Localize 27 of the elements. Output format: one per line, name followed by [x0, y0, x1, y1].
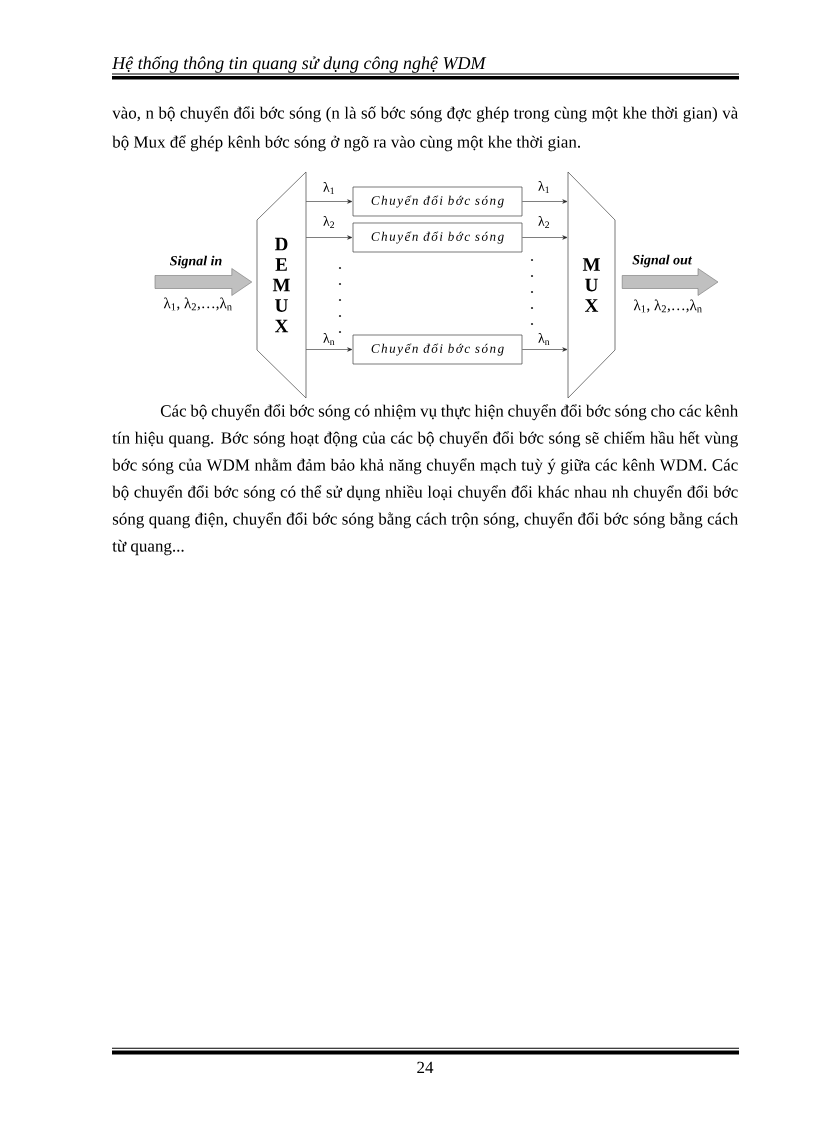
edge-label: Signal out	[632, 254, 693, 268]
edge-label: λ$_{2}$	[538, 216, 550, 228]
arrow	[305, 235, 353, 240]
arrow	[305, 199, 353, 204]
edge-label: λ$_{1}$	[538, 181, 549, 193]
paragraph: vào, n bộ chuyển đổi bớc sóng (n là số bớc sóng đợc ghép trong cùng một khe thời gian) và bộ Mux để ghép kênh bớc sóng ở ngõ ra vào cùng một khe thời gian.	[112, 106, 738, 152]
edge-label: λ$_{2}$	[323, 216, 335, 228]
edge-label: λ$_{n}$	[538, 333, 550, 345]
block-arrow	[621, 268, 719, 296]
block-arrow	[154, 268, 253, 296]
arrow	[305, 347, 353, 352]
trapezoid-block: M U X	[567, 171, 616, 399]
edge-label: λ$_{1}$	[323, 182, 334, 194]
trapezoid-block: D E M U X	[256, 171, 307, 399]
arrow	[522, 347, 568, 352]
running-header: Hệ thống thông tin quang sử dụng công nghệ WDM	[112, 55, 487, 73]
process-box: Chuyển đổi bớc sóng	[352, 334, 523, 365]
wavelength-list: λ$_{1}$, λ$_{2}$,…,λ$_{n}$	[163, 297, 232, 311]
edge-label: λ$_{n}$	[323, 333, 335, 345]
page-number: 24	[417, 1061, 434, 1073]
arrow	[522, 235, 568, 240]
arrow	[522, 199, 568, 204]
process-box: Chuyển đổi bớc sóng	[352, 186, 523, 217]
paragraph: Các bộ chuyển đổi bớc sóng có nhiệm vụ thực hiện chuyển đổi bớc sóng cho các kênh tín hiệu quang. Bớc sóng hoạt động của các bộ chuyển đổi bớc sóng sẽ chiếm hầu hết vùng bớc sóng của WDM nhằm đảm bảo khả năng chuyển mạch tuỳ ý giữa các kênh WDM. Các bộ chuyển đổi bớc sóng có thể sử dụng nhiều loại chuyển đổi khác nhau nh chuyển đổi bớc sóng quang điện, chuyển đổi bớc sóng bằng cách trộn sóng, chuyển đổi bớc sóng bằng cách từ quang...	[112, 404, 739, 556]
wavelength-list: λ$_{1}$, λ$_{2}$,…,λ$_{n}$	[633, 299, 702, 313]
process-box: Chuyển đổi bớc sóng	[352, 222, 523, 253]
edge-label: Signal in	[170, 255, 222, 269]
